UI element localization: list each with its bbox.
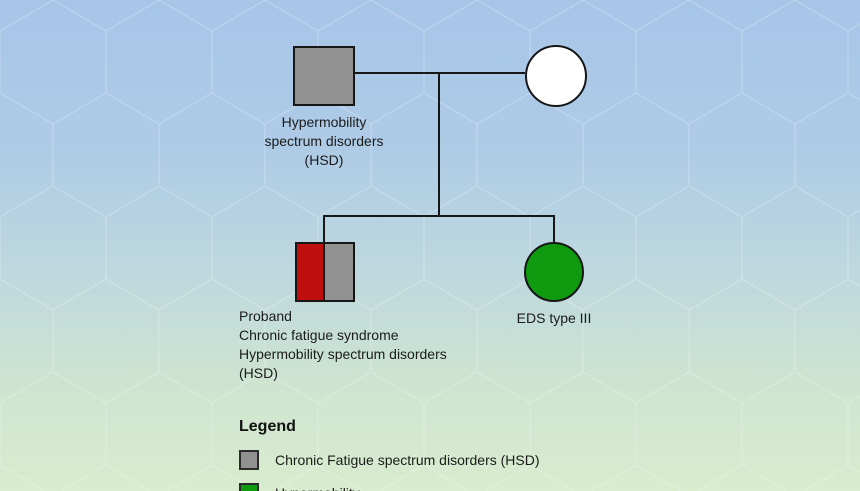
proband-square-gray-half	[325, 244, 353, 300]
father-label: Hypermobility spectrum disorders (HSD)	[229, 113, 419, 170]
father-label-line: (HSD)	[304, 152, 344, 168]
legend-item-label: Hypermobility	[275, 483, 360, 491]
legend: Legend Chronic Fatigue spectrum disorder…	[239, 418, 540, 491]
sibling-label: EDS type III	[494, 309, 614, 328]
proband-label-line: Hypermobility spectrum disorders	[239, 346, 447, 362]
legend-item-chronic-fatigue: Chronic Fatigue spectrum disorders (HSD)	[239, 450, 540, 470]
proband-label-line: Chronic fatigue syndrome	[239, 327, 399, 343]
proband-drop-line	[323, 215, 325, 243]
sibling-symbol-affected-circle	[524, 242, 584, 302]
couple-line	[355, 72, 525, 74]
legend-title: Legend	[239, 418, 296, 435]
sibling-drop-line	[553, 215, 555, 244]
sibship-line	[323, 215, 555, 217]
legend-item-label: Chronic Fatigue spectrum disorders (HSD)	[275, 452, 540, 468]
descent-line	[438, 72, 440, 217]
father-label-line: spectrum disorders	[264, 133, 384, 149]
proband-symbol-split-square	[295, 242, 355, 302]
green-square-swatch-icon	[239, 483, 259, 491]
mother-symbol-unaffected-circle	[525, 45, 587, 107]
sibling-label-line: EDS type III	[516, 310, 592, 326]
proband-label-line: (HSD)	[239, 365, 278, 381]
proband-label: Proband Chronic fatigue syndrome Hypermo…	[239, 307, 519, 383]
father-symbol-affected-square	[293, 46, 355, 106]
legend-item-hypermobility: Hypermobility	[239, 483, 540, 491]
gray-square-swatch-icon	[239, 450, 259, 470]
proband-label-line: Proband	[239, 308, 292, 324]
father-label-line: Hypermobility	[281, 114, 367, 130]
proband-square-red-half	[297, 244, 325, 300]
